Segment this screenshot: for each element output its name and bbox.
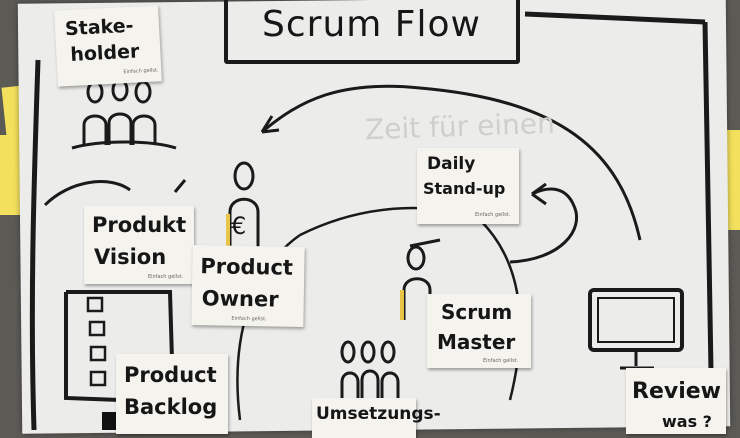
vision-arc [43,180,131,207]
note-vision-line2: Vision [94,245,167,269]
note-backlog-line2: Backlog [124,395,218,419]
note-owner-brand: Einfach gellst. [231,315,267,323]
note-owner-line1: Product [200,254,294,280]
note-backlog-line1: Product [124,363,217,387]
note-product-owner: Product Owner Einfach gellst. [191,245,305,327]
daily-loop-arrowhead [531,182,547,206]
note-umsetzungs-line1: Umsetzungs- [316,404,441,424]
note-master-brand: Einfach gellst. [483,358,519,364]
note-daily-line2: Stand-up [423,179,506,198]
loop-arrowhead-top [260,115,280,134]
border-right-line [702,21,715,430]
backlog-list-icon [64,290,174,402]
note-stakeholder: Stake- holder Einfach gellst. [54,5,162,87]
note-review-line2: was ? [662,412,712,431]
note-daily-line1: Daily [427,154,476,174]
note-review: Review was ? [626,368,726,434]
page-title: Scrum Flow [262,4,481,45]
note-produkt-vision: Produkt Vision Einfach gellst. [84,206,194,284]
border-top-line [524,11,706,25]
note-vision-line1: Produkt [92,213,187,237]
backlog-black-corner [102,412,118,430]
note-review-line1: Review [632,379,721,404]
note-vision-brand: Einfach gellst. [148,274,184,280]
note-scrum-master: Scrum Master Einfach gellst. [427,294,531,368]
note-master-line1: Scrum [441,300,513,324]
product-owner-figure-icon [226,161,260,250]
loop-arrow-top [261,84,642,241]
note-stakeholder-line1: Stake- [64,14,135,41]
title-box [224,0,520,64]
note-stakeholder-line2: holder [69,40,140,66]
note-umsetzungs: Umsetzungs- [312,398,441,438]
note-owner-line2: Owner [201,286,279,312]
note-stakeholder-brand: Einfach gellst. [123,67,159,76]
border-left-line [29,59,41,430]
yellow-note-right [724,130,740,230]
daily-loop-arrow [509,187,578,264]
monitor-icon [588,288,684,370]
vision-arc-right [173,179,187,193]
dev-team-figures-icon [340,340,400,405]
ghost-text: Zeit für einen [364,106,556,147]
note-daily-brand: Einfach gellst. [475,212,511,218]
note-product-backlog: Product Backlog [116,354,228,434]
stakeholder-people-icon [71,78,177,150]
note-daily-standup: Daily Stand-up Einfach gellst. [417,148,519,224]
euro-icon: € [231,212,247,240]
scrum-master-figure-icon [400,238,441,320]
note-master-line2: Master [437,330,516,354]
